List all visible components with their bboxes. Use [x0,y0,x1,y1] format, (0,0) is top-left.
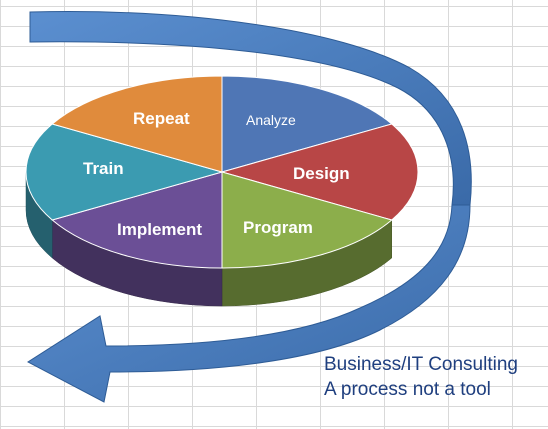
caption-line-2: A process not a tool [324,379,491,400]
pie-slice-program [221,171,393,269]
caption-block: Business/IT Consulting A process not a t… [324,352,518,402]
segment-label-train: Train [83,159,124,178]
segment-label-repeat: Repeat [133,109,190,128]
pie-slice-repeat [51,75,223,173]
segment-label-implement: Implement [117,220,202,239]
curved-arrow-head-icon [27,204,471,403]
pie-slice-design [220,123,419,221]
pie-slice-implement [51,171,223,269]
segment-label-program: Program [243,218,313,237]
pie-slice-analyze [221,75,393,173]
segment-label-analyze: Analyze [246,112,296,128]
pie-segment-labels: Analyze Design Program Implement Train R… [83,109,350,239]
pie-top-segments [25,75,419,269]
pie-slice-train [25,123,224,221]
segment-label-design: Design [293,164,350,183]
caption-line-1: Business/IT Consulting [324,354,518,375]
